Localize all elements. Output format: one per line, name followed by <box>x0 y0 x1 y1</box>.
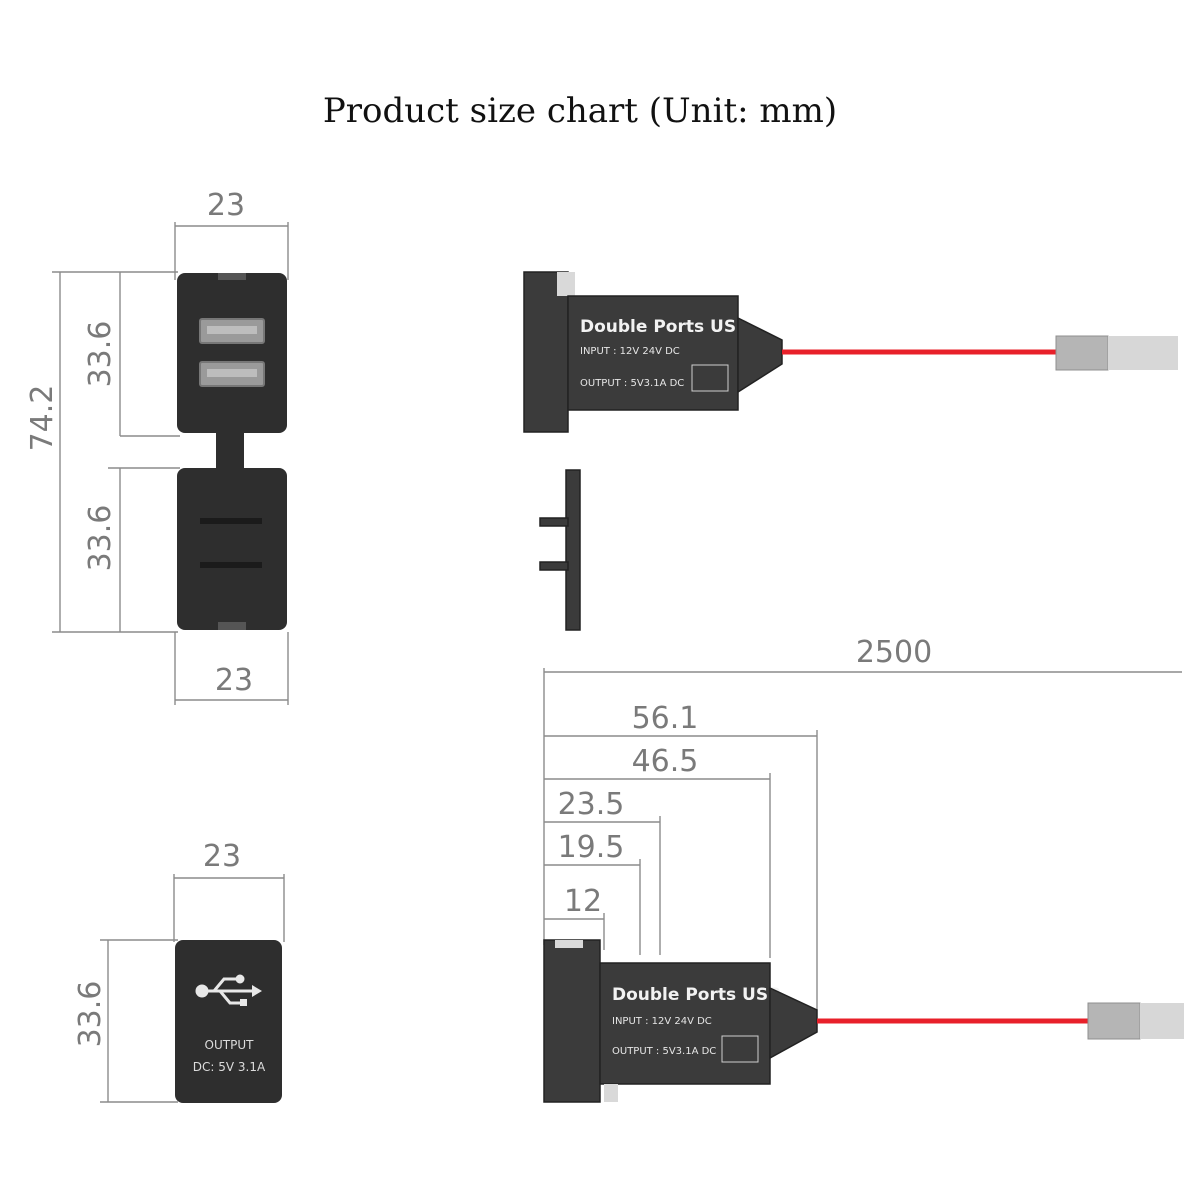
dim-46-5: 46.5 <box>632 744 699 779</box>
flange-bottom <box>543 939 601 1103</box>
dim-width-bottom: 23 <box>215 663 253 698</box>
front-view-double: 23 74.2 33.6 33.6 23 <box>25 188 289 705</box>
connector-plug <box>1055 335 1109 371</box>
lower-cover <box>177 468 287 630</box>
strain-relief-bottom <box>769 986 818 1060</box>
bracket <box>565 469 581 631</box>
dim-width-top: 23 <box>207 188 245 223</box>
dim-23-5: 23.5 <box>558 787 625 822</box>
single-panel <box>175 940 282 1103</box>
module-output: OUTPUT : 5V3.1A DC <box>580 378 684 389</box>
connector-plug-bottom <box>1087 1002 1141 1040</box>
module-body-bottom <box>599 962 771 1085</box>
upper-panel <box>177 273 287 433</box>
dim-cable-length: 2500 <box>856 635 932 670</box>
upper-clip <box>218 273 246 280</box>
output-spec: DC: 5V 3.1A <box>193 1060 266 1074</box>
module-input-bottom: INPUT : 12V 24V DC <box>612 1016 712 1027</box>
dim-single-width: 23 <box>203 839 241 874</box>
output-label: OUTPUT <box>205 1038 255 1052</box>
dim-height-total: 74.2 <box>25 385 60 452</box>
dim-56-1: 56.1 <box>632 701 699 736</box>
side-view-bottom: 2500 56.1 46.5 23.5 19.5 12 Double Ports… <box>543 635 1184 1103</box>
page-title: Product size chart (Unit: mm) <box>323 91 837 131</box>
module-output-bottom: OUTPUT : 5V3.1A DC <box>612 1046 716 1057</box>
usb-icon <box>195 974 262 1006</box>
dim-19-5: 19.5 <box>558 830 625 865</box>
dim-height-upper: 33.6 <box>83 321 118 388</box>
module-name: Double Ports USB <box>580 317 749 337</box>
strain-relief <box>737 316 783 394</box>
dim-height-lower: 33.6 <box>83 505 118 572</box>
hinge-strap <box>216 428 244 472</box>
dim-12: 12 <box>564 884 602 919</box>
side-view-top: Double Ports USB INPUT : 12V 24V DC OUTP… <box>523 271 1178 631</box>
front-view-single: 23 33.6 OUTPUT DC: 5V 3.1A <box>73 839 285 1103</box>
dim-single-height: 33.6 <box>73 981 108 1048</box>
module-name-bottom: Double Ports USB <box>612 985 781 1005</box>
module-input: INPUT : 12V 24V DC <box>580 346 680 357</box>
